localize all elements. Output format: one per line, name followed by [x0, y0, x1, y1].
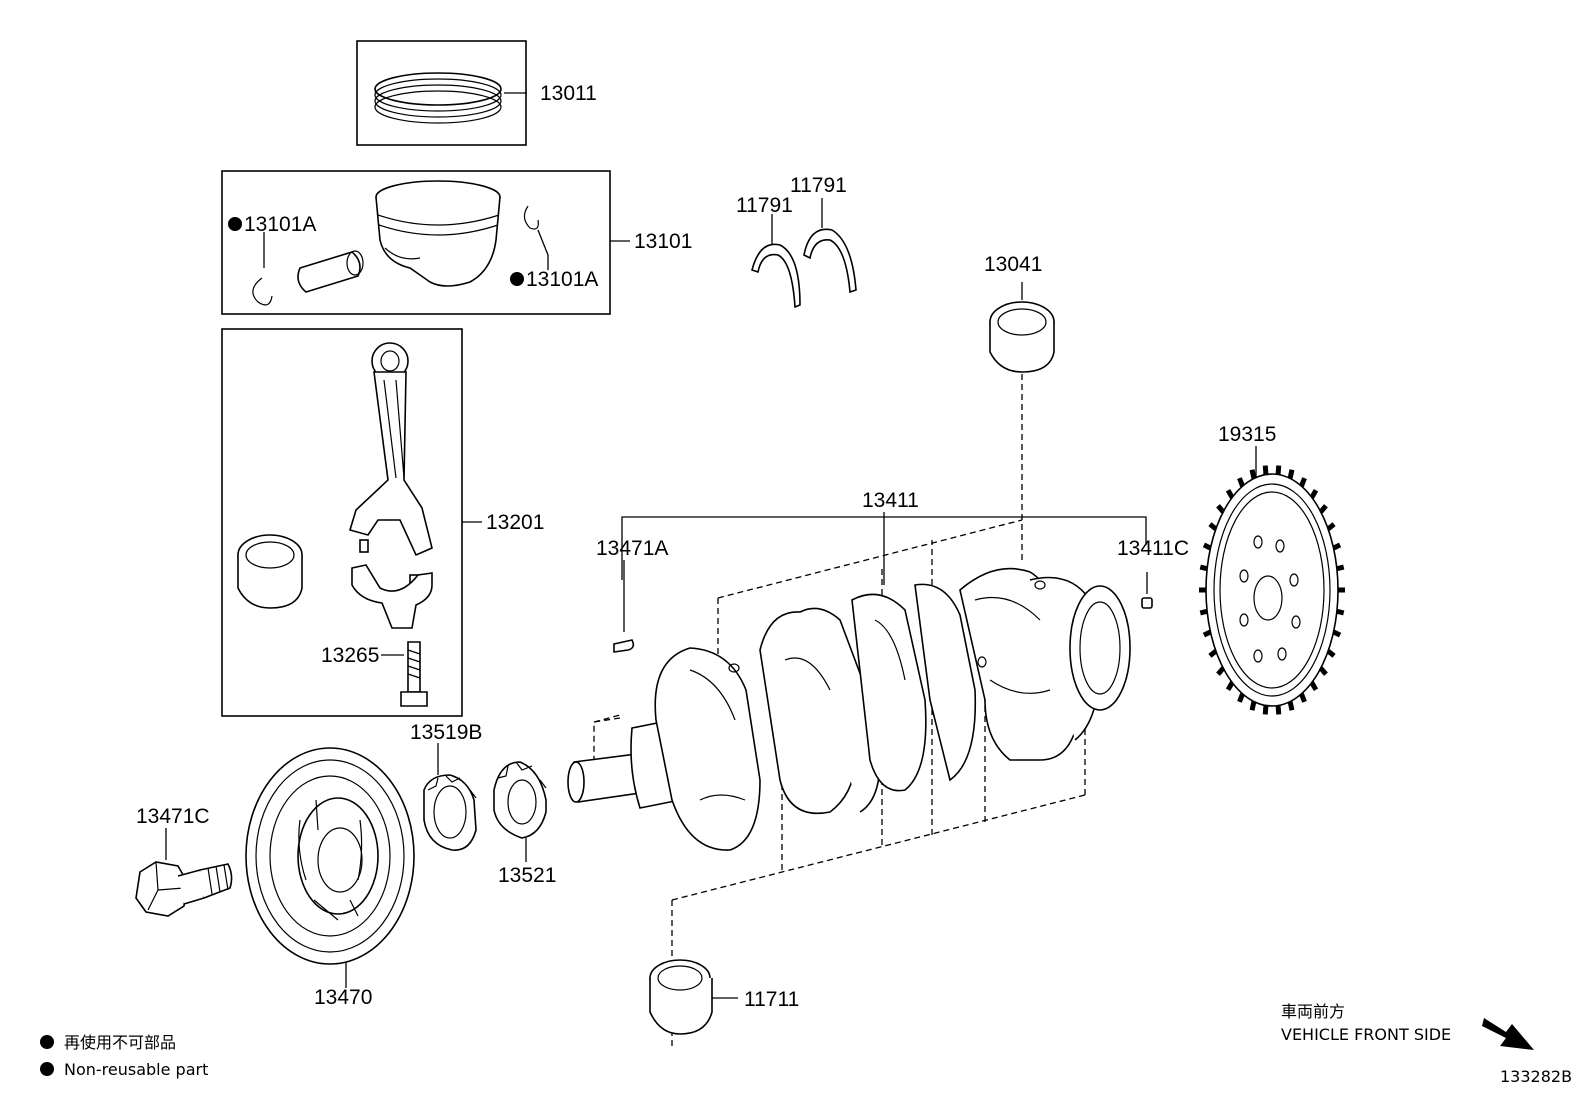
rotor-tooth: [1336, 608, 1345, 616]
upper-main-bearing: [989, 282, 1055, 560]
label-13041[interactable]: 13041: [984, 253, 1042, 276]
label-13101A-right[interactable]: 13101A: [526, 268, 598, 291]
rotor-tooth: [1237, 477, 1245, 488]
rotor-tooth: [1208, 649, 1218, 658]
label-11711[interactable]: 11711: [744, 988, 799, 1011]
direction-en: VEHICLE FRONT SIDE: [1281, 1025, 1451, 1044]
rotor-tooth: [1225, 488, 1235, 499]
rotor-tooth: [1326, 649, 1336, 658]
rotor-tooth: [1208, 522, 1218, 531]
connecting-rod-assembly: [221, 328, 482, 717]
label-13101[interactable]: 13101: [634, 230, 692, 253]
label-13521[interactable]: 13521: [498, 864, 556, 887]
label-11791-a[interactable]: 11791: [736, 194, 793, 217]
rotor-tooth: [1237, 692, 1245, 703]
rotor-tooth: [1326, 522, 1336, 531]
crankshaft-timing-gear-key: [423, 743, 477, 851]
rotor-tooth: [1287, 469, 1295, 479]
diagram-id: 133282B: [1500, 1067, 1572, 1086]
rotor-tooth: [1249, 701, 1257, 711]
rotor-tooth: [1262, 705, 1269, 715]
non-reusable-marker: [228, 217, 242, 231]
rotor-tooth: [1318, 666, 1328, 676]
crankshaft-sprocket: [493, 761, 547, 862]
rotor-tooth: [1332, 629, 1342, 638]
arrow-down-right-icon: [1482, 1018, 1534, 1050]
rotor-tooth: [1199, 608, 1208, 616]
crankshaft-timing-rotor: [1199, 446, 1345, 715]
piston-assembly: [221, 170, 630, 315]
piston-ring-set: [356, 40, 527, 146]
rotor-tooth: [1299, 477, 1307, 488]
thrust-washers: [751, 198, 857, 309]
label-13101A-left[interactable]: 13101A: [244, 213, 316, 236]
rotor-tooth: [1309, 681, 1319, 692]
label-13011[interactable]: 13011: [540, 82, 597, 105]
non-reusable-marker: [40, 1035, 54, 1049]
legend-en: Non-reusable part: [64, 1060, 208, 1079]
rotor-tooth: [1336, 564, 1345, 572]
rotor-tooth: [1299, 692, 1307, 703]
non-reusable-marker: [40, 1062, 54, 1076]
rotor-tooth: [1318, 504, 1328, 514]
rotor-tooth: [1275, 705, 1282, 715]
rotor-tooth: [1199, 564, 1208, 572]
label-19315[interactable]: 19315: [1218, 423, 1276, 446]
legend: 再使用不可部品 Non-reusable part: [40, 1033, 208, 1079]
label-13265[interactable]: 13265: [321, 644, 379, 667]
rotor-tooth: [1202, 629, 1212, 638]
rotor-tooth: [1249, 469, 1257, 479]
rotor-tooth: [1309, 488, 1319, 499]
pulley-set-bolt: [135, 828, 233, 917]
lower-main-bearing: [649, 959, 738, 1035]
vehicle-front-indicator: 車両前方 VEHICLE FRONT SIDE: [1281, 1002, 1534, 1050]
rotor-tooth: [1332, 542, 1342, 551]
direction-jp: 車両前方: [1281, 1002, 1345, 1021]
label-11791-b[interactable]: 11791: [790, 174, 847, 197]
rotor-tooth: [1216, 504, 1226, 514]
rotor-tooth: [1262, 465, 1269, 475]
label-13471A[interactable]: 13471A: [596, 537, 668, 560]
rotor-tooth: [1202, 542, 1212, 551]
label-13411C[interactable]: 13411C: [1117, 537, 1189, 560]
label-13411[interactable]: 13411: [862, 489, 919, 512]
label-13471C[interactable]: 13471C: [136, 805, 210, 828]
crankshaft: [567, 512, 1153, 1050]
legend-jp: 再使用不可部品: [64, 1033, 176, 1052]
crankshaft-pulley: [245, 747, 415, 988]
label-13201[interactable]: 13201: [486, 511, 544, 534]
rotor-tooth: [1216, 666, 1226, 676]
non-reusable-marker: [510, 272, 524, 286]
rotor-tooth: [1275, 465, 1282, 475]
rotor-tooth: [1225, 681, 1235, 692]
rotor-tooth: [1287, 701, 1295, 711]
label-13470[interactable]: 13470: [314, 986, 372, 1009]
label-13519B[interactable]: 13519B: [410, 721, 482, 744]
